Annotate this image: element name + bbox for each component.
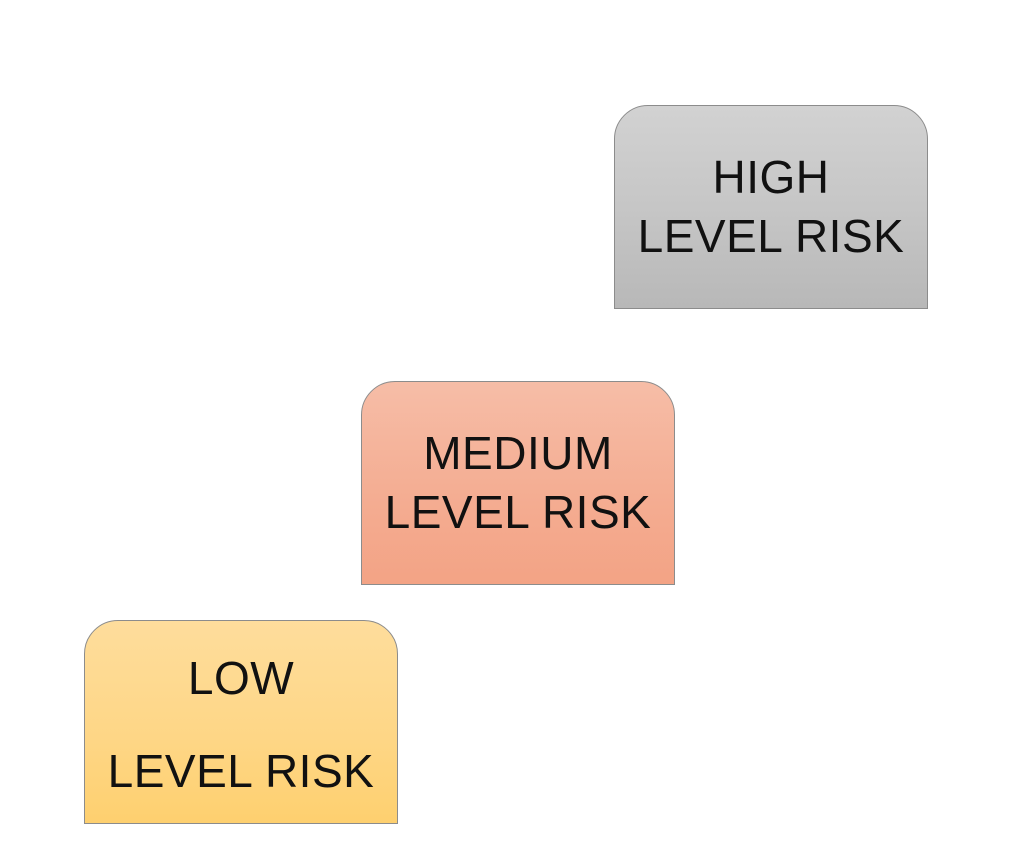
- low-risk-label-line1: LOW: [187, 652, 295, 704]
- medium-risk-label-line2: LEVEL RISK: [384, 486, 652, 538]
- high-level-risk-box: HIGH LEVEL RISK: [614, 105, 928, 309]
- high-risk-label-line1: HIGH: [712, 151, 830, 204]
- medium-risk-label-line1: MEDIUM: [423, 427, 613, 480]
- high-risk-label-line2: LEVEL RISK: [637, 210, 905, 262]
- low-risk-label-line2: LEVEL RISK: [107, 745, 375, 798]
- medium-level-risk-box: MEDIUM LEVEL RISK: [361, 381, 675, 585]
- low-level-risk-box: LOW LEVEL RISK: [84, 620, 398, 824]
